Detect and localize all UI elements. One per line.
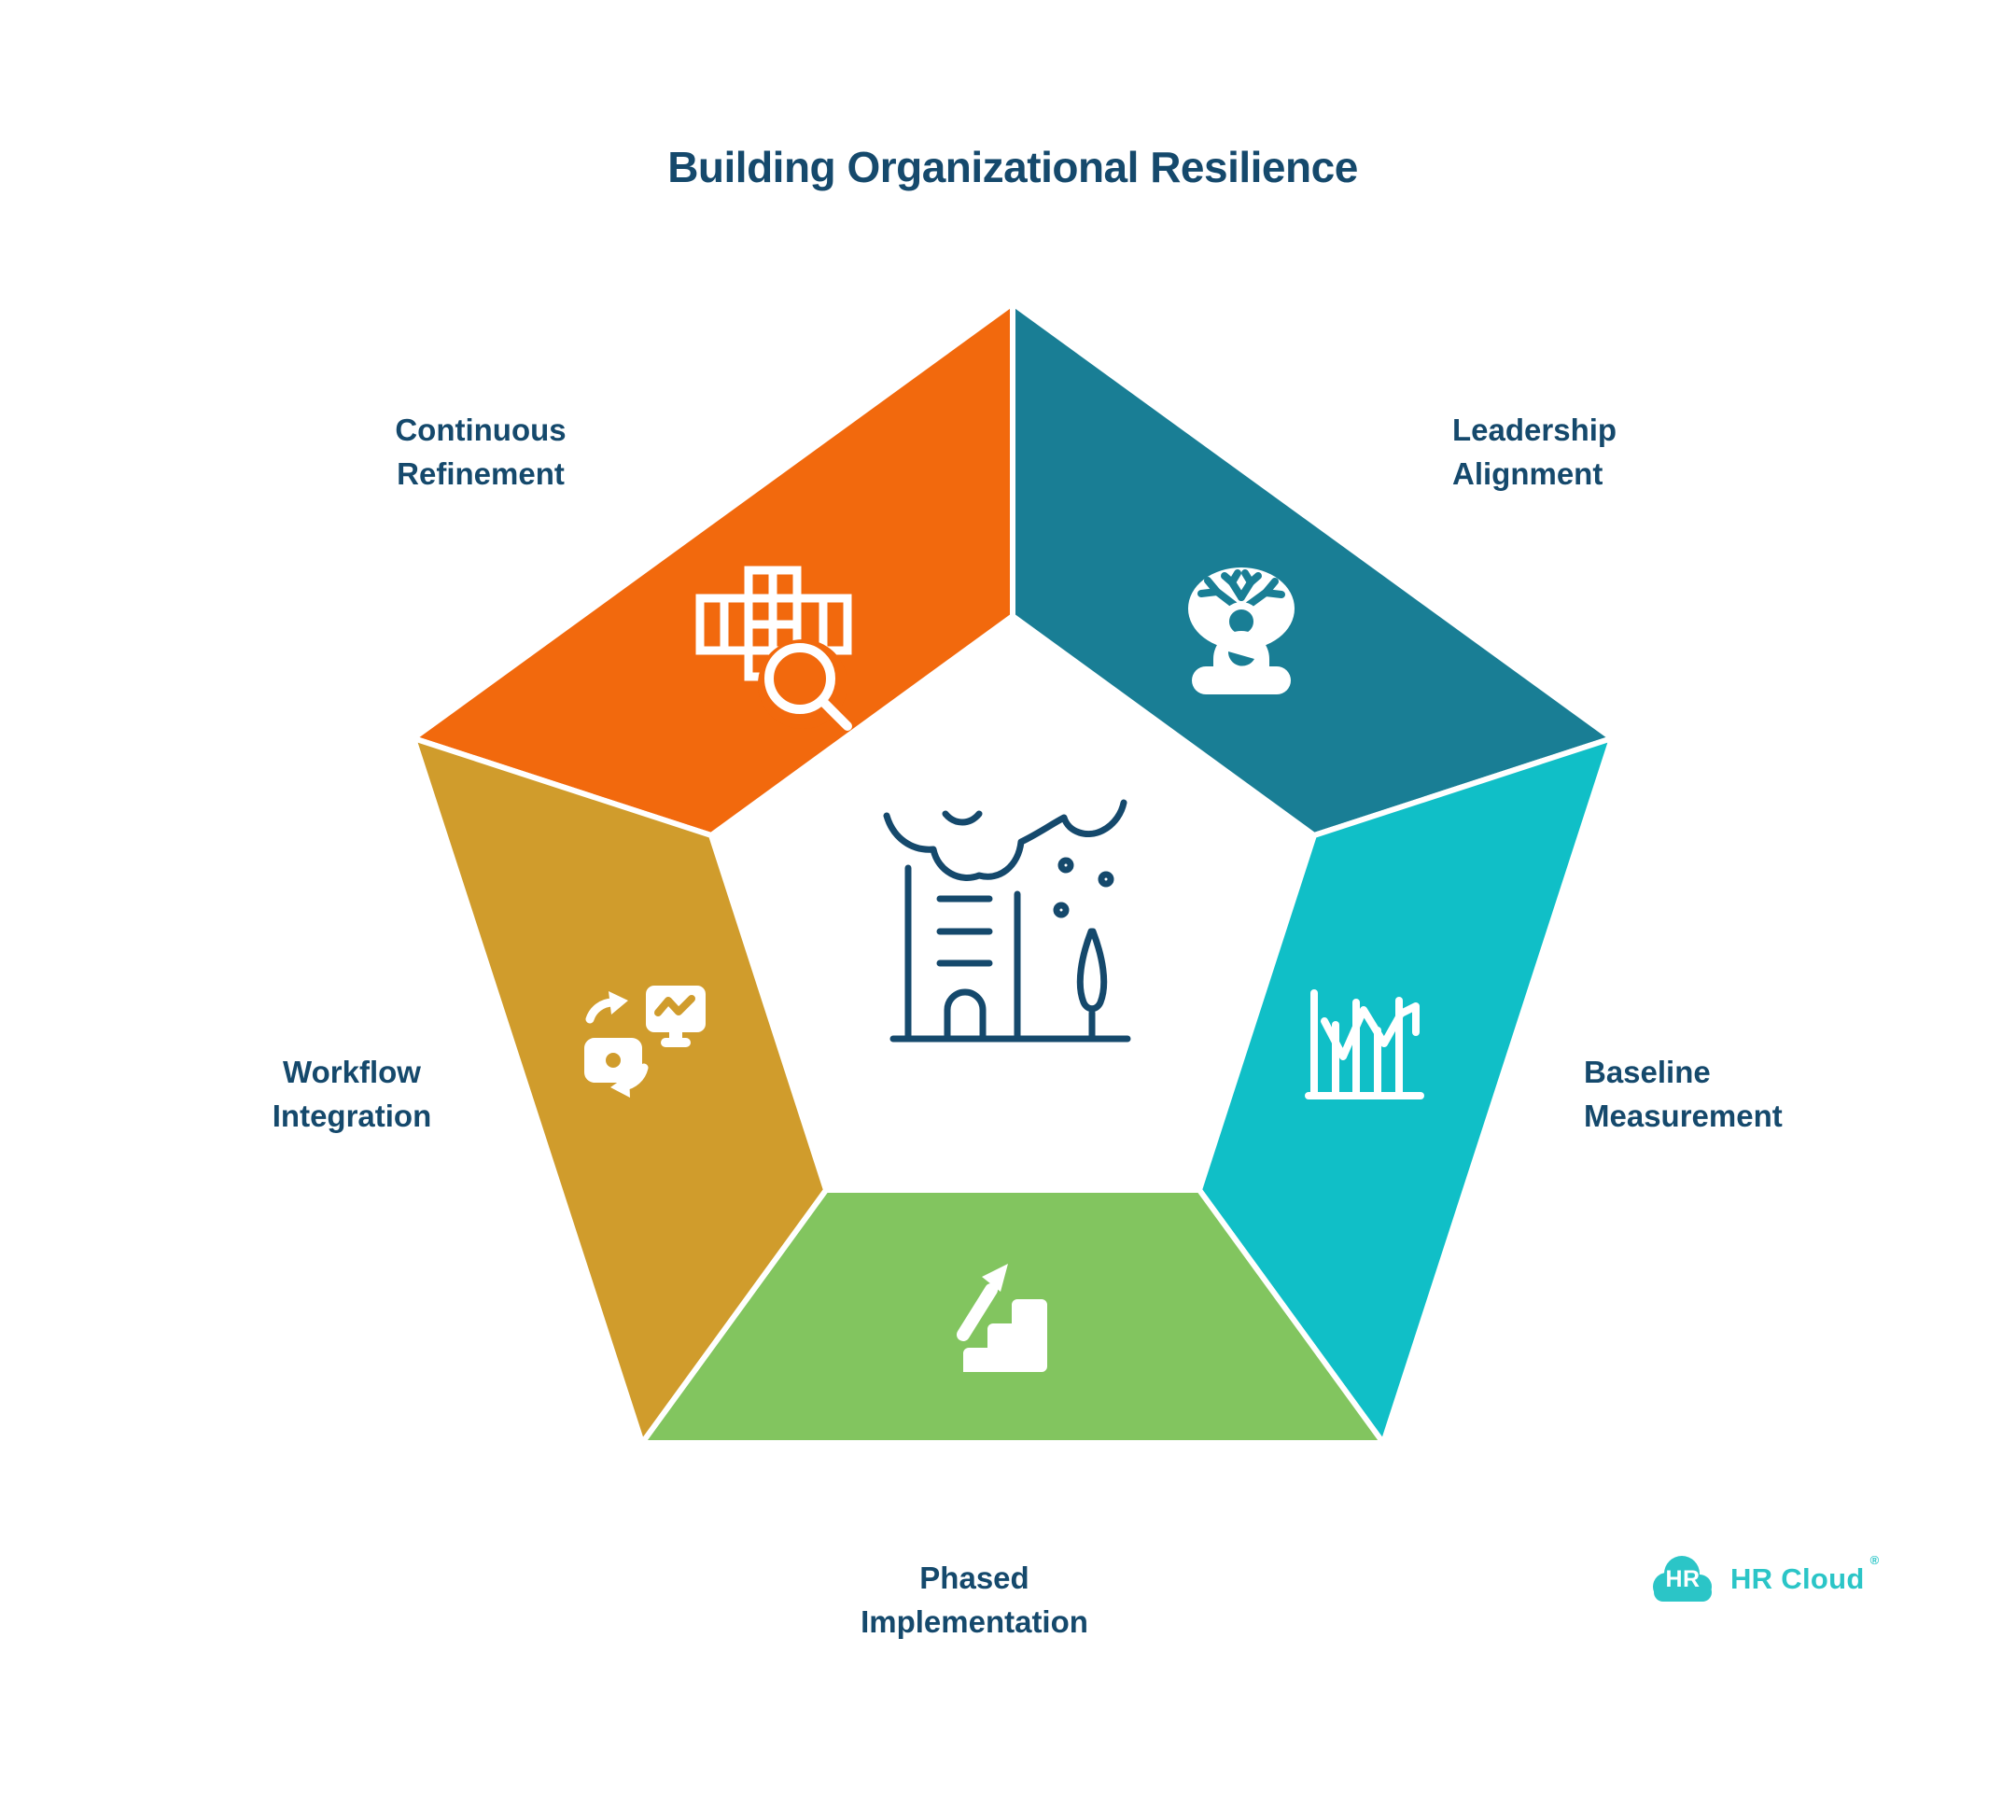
- cloud-logo-icon: HR: [1648, 1551, 1717, 1607]
- label-phased-implementation: Phased Implementation: [861, 1561, 1088, 1639]
- page-title: Building Organizational Resilience: [667, 143, 1358, 191]
- label-leadership-alignment: Leadership Alignment: [1452, 413, 1617, 491]
- person-tree-icon: [1188, 567, 1295, 694]
- stairs-growth-icon: [957, 1264, 1047, 1372]
- device-sync-icon: [584, 986, 706, 1098]
- label-baseline-measurement: Baseline Measurement: [1584, 1055, 1783, 1133]
- grid-magnifier-icon: [695, 566, 852, 731]
- label-continuous-refinement: Continuous Refinement: [395, 413, 567, 491]
- hr-cloud-logo: HR HR Cloud ®: [1648, 1551, 1879, 1607]
- segment-leadership-alignment: [1010, 298, 1618, 839]
- city-landscape-icon: [883, 799, 1131, 1043]
- bar-line-chart-icon: [1305, 989, 1424, 1099]
- logo-name: HR Cloud: [1730, 1562, 1865, 1595]
- segment-continuous-refinement: [407, 298, 1015, 839]
- registered-trademark-symbol: ®: [1869, 1553, 1880, 1567]
- logo-monogram: HR: [1665, 1566, 1701, 1592]
- label-workflow-integration: Workflow Integration: [272, 1055, 432, 1133]
- cloud-shape: [1653, 1556, 1712, 1602]
